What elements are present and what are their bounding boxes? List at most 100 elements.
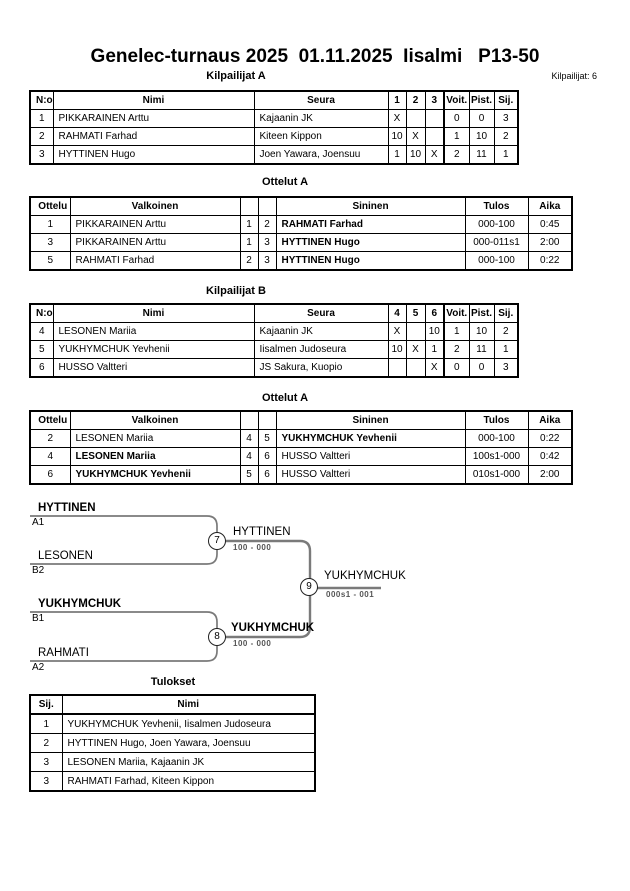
table-header-row: Sij. Nimi [29,694,316,715]
wins-cell: 2 [443,340,470,359]
white-no: 4 [239,447,259,466]
match-result: 000-100 [464,429,529,448]
wins-cell: 0 [443,358,470,378]
match-row: 3 PIKKARAINEN Arttu 1 3 HYTTINEN Hugo 00… [29,233,573,252]
competitor-name: PIKKARAINEN Arttu [52,109,255,128]
col-points: Pist. [468,90,495,110]
result-cell [424,109,445,128]
page-title: Genelec-turnaus 2025 01.11.2025 Iisalmi … [90,46,540,67]
match-time: 0:22 [527,429,573,448]
match-row: 5 RAHMATI Farhad 2 3 HYTTINEN Hugo 000-1… [29,251,573,271]
rank-cell: 3 [29,771,63,792]
result-row: 1 YUKHYMCHUK Yevhenii, Iisalmen Judoseur… [29,713,316,734]
matches-a-table: Ottelu Valkoinen Sininen Tulos Aika 1 PI… [29,196,573,271]
col-white-no [239,196,259,216]
white-no: 5 [239,465,259,485]
name-cell: LESONEN Mariia, Kajaanin JK [61,752,316,772]
competitor-name: HYTTINEN Hugo [52,145,255,165]
match-row: 1 PIKKARAINEN Arttu 1 2 RAHMATI Farhad 0… [29,215,573,234]
rank-cell: 1 [493,340,519,359]
col-no: N:o [29,303,54,323]
col-club: Seura [253,303,389,323]
result-cell [424,127,445,146]
match-no: 3 [29,233,71,252]
blue-name: YUKHYMCHUK Yevhenii [275,429,466,448]
rank-cell: 3 [29,752,63,772]
col-wins: Voit. [443,90,470,110]
col-no: N:o [29,90,54,110]
blue-no: 2 [257,215,277,234]
result-cell: 10 [387,340,407,359]
table-header-row: Ottelu Valkoinen Sininen Tulos Aika [29,410,573,430]
blue-no: 6 [257,447,277,466]
group-a-title: Kilpailijat A [206,70,266,82]
competitor-name: YUKHYMCHUK Yevhenii [52,340,255,359]
result-row: 3 LESONEN Mariia, Kajaanin JK [29,752,316,772]
competitor-no: 3 [29,145,54,165]
match-time: 2:00 [527,465,573,485]
competitor-no: 6 [29,358,54,378]
col-rank: Sij. [493,303,519,323]
col-points: Pist. [468,303,495,323]
blue-name: HUSSO Valtteri [275,447,466,466]
col-m2: 5 [405,303,426,323]
col-m3: 3 [424,90,445,110]
bracket-slot-a2-label: A2 [32,662,45,673]
col-wins: Voit. [443,303,470,323]
result-cell: 10 [387,127,407,146]
wins-cell: 1 [443,322,470,341]
table-row: 1 PIKKARAINEN Arttu Kajaanin JK X 0 0 3 [29,109,519,128]
white-no: 1 [239,233,259,252]
match-row: 6 YUKHYMCHUK Yevhenii 5 6 HUSSO Valtteri… [29,465,573,485]
white-name: RAHMATI Farhad [69,251,241,271]
points-cell: 10 [468,322,495,341]
bracket-match-7-node: 7 [208,532,226,550]
bracket-slot-a1-label: A1 [32,517,45,528]
col-result: Tulos [464,410,529,430]
white-name: LESONEN Mariia [69,429,241,448]
bracket-match-7-score: 100 - 000 [233,543,272,552]
white-name: LESONEN Mariia [69,447,241,466]
col-time: Aika [527,196,573,216]
points-cell: 10 [468,127,495,146]
result-cell [405,322,426,341]
result-cell: 10 [405,145,426,165]
group-a-table: N:o Nimi Seura 1 2 3 Voit. Pist. Sij. 1 … [29,90,519,165]
rank-cell: 3 [493,109,519,128]
wins-cell: 2 [443,145,470,165]
col-white: Valkoinen [69,196,241,216]
bracket-lines [30,515,381,662]
col-blue-no [257,196,277,216]
col-rank: Sij. [493,90,519,110]
result-cell: 10 [424,322,445,341]
matches-b-title: Ottelut A [261,392,309,404]
competitor-name: RAHMATI Farhad [52,127,255,146]
rank-cell: 2 [493,127,519,146]
points-cell: 11 [468,145,495,165]
col-blue-no [257,410,277,430]
result-cell: X [387,109,407,128]
competitor-name: HUSSO Valtteri [52,358,255,378]
rank-cell: 1 [493,145,519,165]
col-rank: Sij. [29,694,63,715]
table-header-row: Ottelu Valkoinen Sininen Tulos Aika [29,196,573,216]
col-club: Seura [253,90,389,110]
group-b-title: Kilpailijat B [206,285,266,297]
bracket-slot-a1-name: HYTTINEN [38,502,96,514]
white-no: 2 [239,251,259,271]
competitor-no: 5 [29,340,54,359]
bracket-match-9-node: 9 [300,578,318,596]
match-result: 000-100 [464,215,529,234]
col-m2: 2 [405,90,426,110]
col-white: Valkoinen [69,410,241,430]
col-blue: Sininen [275,196,466,216]
rank-cell: 2 [29,733,63,753]
competitor-club: Kajaanin JK [253,322,389,341]
competitor-club: Iisalmen Judoseura [253,340,389,359]
blue-name: HYTTINEN Hugo [275,233,466,252]
competitor-no: 4 [29,322,54,341]
col-match: Ottelu [29,410,71,430]
competitor-no: 2 [29,127,54,146]
group-b-table: N:o Nimi Seura 4 5 6 Voit. Pist. Sij. 4 … [29,303,519,378]
